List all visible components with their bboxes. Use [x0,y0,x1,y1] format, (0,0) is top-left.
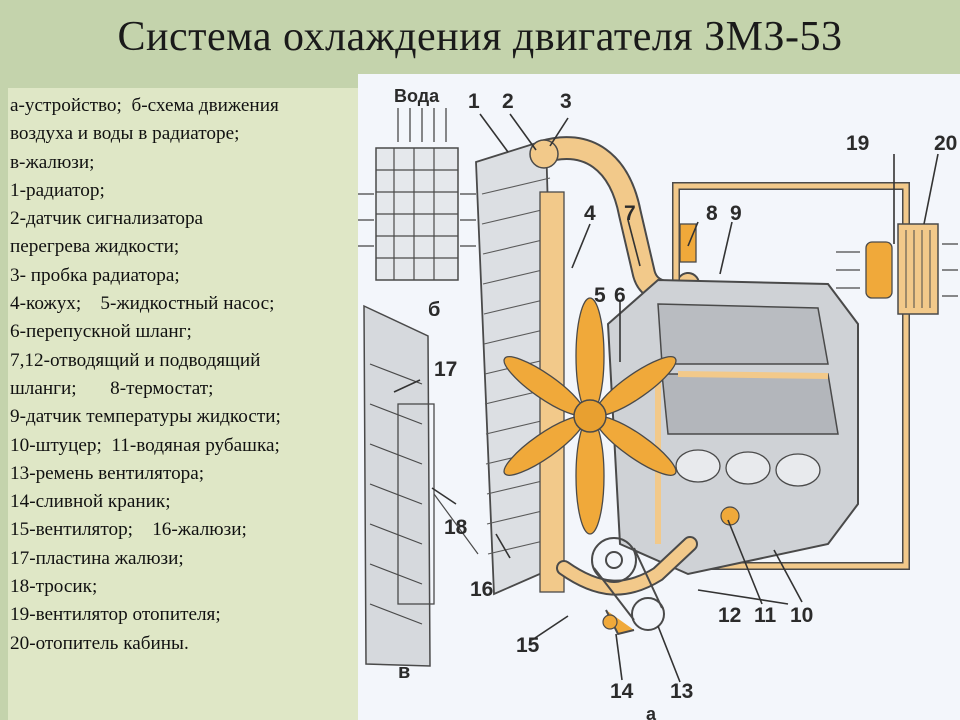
legend-line: 14-сливной краник; [10,491,171,513]
callout-14: 14 [610,680,634,703]
callout-10: 10 [790,604,813,627]
cooling-diagram: Вода б в а 1 2 3 4 5 6 7 8 9 10 11 12 13… [358,86,958,720]
label-a: а [646,704,657,720]
callout-6: 6 [614,284,626,307]
fan [503,297,677,535]
callout-13: 13 [670,680,693,703]
callout-12: 12 [718,604,741,627]
callout-8: 8 [706,202,718,225]
callout-18: 18 [444,516,468,539]
callout-11: 11 [754,604,777,627]
title-bar: Система охлаждения двигателя ЗМЗ-53 [0,0,960,74]
heater-fan [865,241,893,299]
legend-line: 7,12-отводящий и подводящий [10,349,261,371]
callout-19: 19 [846,132,869,155]
legend-line: 17-пластина жалюзи; [10,547,184,569]
legend-line: 13-ремень вентилятора; [10,462,205,484]
legend-line: 19-вентилятор отопителя; [10,604,221,626]
legend-line: 3- пробка радиатора; [10,264,180,286]
legend-line: 1-радиатор; [10,179,105,201]
legend-line: 6-перепускной шланг; [10,321,192,343]
label-v: в [398,661,410,683]
legend-line: 10-штуцер; 11-водяная рубашка; [10,434,280,456]
callout-2: 2 [502,90,514,113]
callout-4: 4 [584,202,596,225]
callout-15: 15 [516,634,540,657]
legend-line: воздуха и воды в радиаторе; [10,123,240,145]
legend-line: 18-тросик; [10,576,98,598]
diagram-area: Вода б в а 1 2 3 4 5 6 7 8 9 10 11 12 13… [358,74,960,720]
legend-line: в-жалюзи; [10,151,95,173]
cabin-heater [897,223,939,315]
radiator-cap [529,139,559,169]
legend-line: 9-датчик температуры жидкости; [10,406,281,428]
subfigure-v-shutters [363,304,479,667]
label-water: Вода [394,86,440,106]
legend-line: 15-вентилятор; 16-жалюзи; [10,519,247,541]
subfigure-b-radiator-scheme [358,108,476,281]
callout-9: 9 [730,202,742,225]
callout-5: 5 [594,284,606,307]
belt-pulleys [591,537,665,631]
callout-1: 1 [468,90,480,113]
legend-line: перегрева жидкости; [10,236,180,258]
legend-line: а-устройство; б-схема движения [10,95,279,116]
engine-block [606,278,859,576]
callout-7: 7 [624,202,636,225]
page-title: Система охлаждения двигателя ЗМЗ-53 [117,14,843,60]
legend-line: 2-датчик сигнализатора [10,208,204,230]
callout-17: 17 [434,358,457,381]
legend-line: 4-кожух; 5-жидкостный насос; [10,293,275,315]
leader-lines [393,113,939,683]
callout-20: 20 [934,132,957,155]
legend-list: а-устройство; б-схема движения воздуха и… [10,92,358,658]
legend-line: 20-отопитель кабины. [10,632,189,654]
legend-panel: а-устройство; б-схема движения воздуха и… [8,88,358,720]
callout-16: 16 [470,578,493,601]
legend-line: шланги; 8-термостат; [10,377,214,399]
thermostat [679,223,697,263]
label-b: б [428,299,440,321]
callout-3: 3 [560,90,572,113]
left-stripe [0,74,8,720]
